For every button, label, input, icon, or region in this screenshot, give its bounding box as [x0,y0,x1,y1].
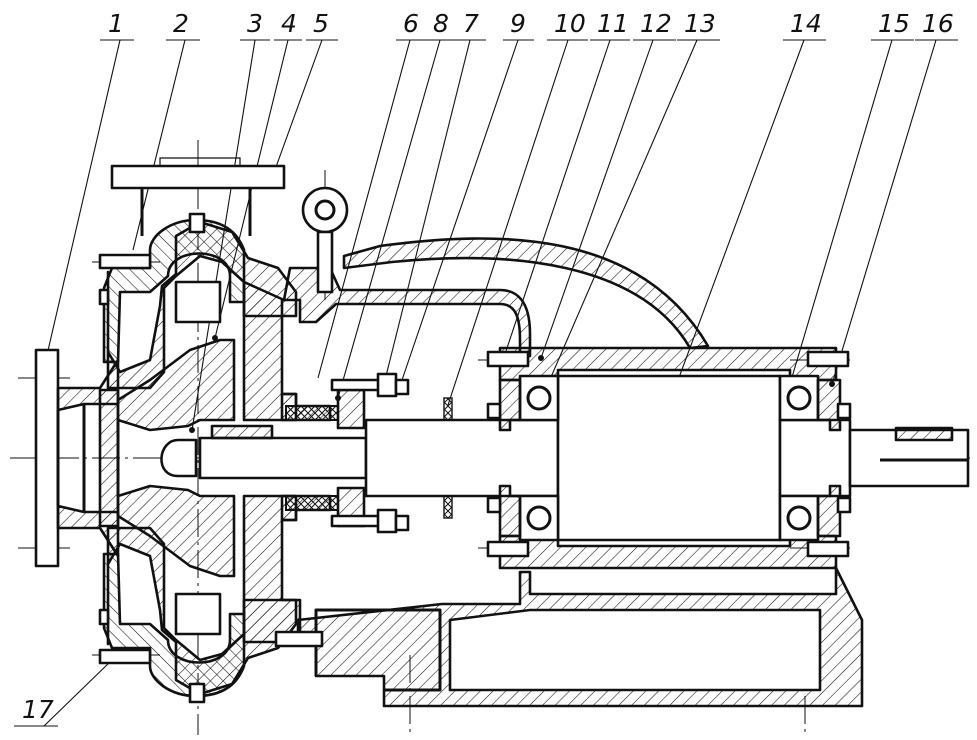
callout-number: 6 [403,9,419,38]
discharge-flange [110,157,286,236]
callout-number: 10 [554,9,586,38]
callout-16: 16 [829,9,958,387]
callout-9: 9 [401,9,534,381]
callout-number: 2 [173,9,189,38]
bearing-left [498,374,560,542]
callout-number: 12 [640,9,672,38]
callout-10: 10 [447,9,588,406]
callout-number: 11 [597,9,629,38]
bolts [98,212,852,704]
shaft [198,374,970,542]
callout-13: 13 [545,9,720,387]
volute-casing [102,218,298,698]
bearing-right [778,374,842,542]
callout-12: 12 [538,9,676,361]
callout-8: 8 [335,9,456,401]
callout-7: 7 [382,9,486,389]
callout-number: 8 [433,9,449,38]
callout-number: 5 [313,9,329,38]
callout-number: 16 [922,9,954,38]
callout-number: 15 [878,9,910,38]
callout-number: 13 [684,9,716,38]
callout-6: 6 [317,9,426,379]
callout-number: 9 [510,9,526,38]
callout-number: 1 [108,9,124,38]
callout-number: 14 [790,9,822,38]
callout-17: 17 [14,659,113,727]
suction-inlet [34,348,120,568]
impeller [116,338,236,578]
bearings [498,374,842,542]
callout-number: 7 [463,9,479,38]
callout-5: 5 [269,9,338,181]
callout-number: 3 [247,9,263,38]
callout-15: 15 [787,9,914,387]
bearing-frame [242,186,864,708]
callout-number: 4 [281,9,297,38]
stuffing-box [280,372,410,534]
callout-number: 17 [22,695,54,724]
